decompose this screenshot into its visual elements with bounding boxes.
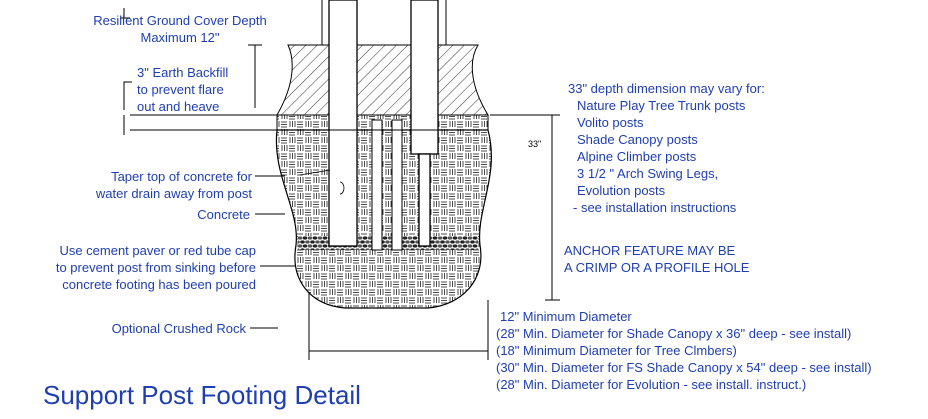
paver-line-1: Use cement paver or red tube cap [59,243,256,258]
diameter-note: 12" Minimum Diameter (28" Min. Diameter … [496,308,872,393]
depth-note: 33" depth dimension may vary for: Nature… [568,80,765,216]
backfill-line-2: to prevent flare [137,82,224,97]
diameter-line-3: (18" Minimum Diameter for Tree Clmbers) [496,343,737,358]
depth-note-line-8: - see installation instructions [573,200,737,215]
diameter-line-2: (28" Min. Diameter for Shade Canopy x 36… [496,326,852,341]
taper-line-1: Taper top of concrete for [111,169,252,184]
ground-cover-fill [276,44,489,116]
crushed-rock-label: Optional Crushed Rock [111,321,246,336]
ground-cover-line-1: Resilient Ground Cover Depth [93,13,267,28]
paver-line-3: concrete footing has been poured [62,277,256,292]
concrete-label: Concrete [197,207,250,222]
backfill-line-1: 3" Earth Backfill [137,65,229,80]
backfill-line-3: out and heave [137,99,220,114]
concrete-footing [275,129,492,309]
depth-note-line-5: Alpine Climber posts [577,149,697,164]
diameter-line-5: (28" Min. Diameter for Evolution - see i… [496,377,807,392]
dim-33-label: 33" [528,139,542,149]
paver-line-2: to prevent post from sinking before [55,260,256,275]
anchor-note: ANCHOR FEATURE MAY BE A CRIMP OR A PROFI… [564,242,749,276]
ground-cover-label: Resilient Ground Cover Depth Maximum 12" [80,12,280,46]
post-right [410,0,439,155]
post-inner-left [371,119,383,251]
paver-label: Use cement paver or red tube cap to prev… [0,242,256,293]
post-inner-right [391,119,403,251]
diameter-line-1: 12" Minimum Diameter [500,309,632,324]
depth-note-line-7: Evolution posts [577,183,666,198]
anchor-line-2: A CRIMP OR A PROFILE HOLE [564,260,750,275]
taper-line-2: water drain away from post [95,186,252,201]
post-left [328,0,358,247]
backfill-label: 3" Earth Backfill to prevent flare out a… [137,64,228,115]
depth-note-line-3: Volito posts [577,115,644,130]
post-right-lower [418,153,431,247]
page-title: Support Post Footing Detail [43,380,361,410]
crushed-rock-band [298,236,478,250]
depth-note-line-4: Shade Canopy posts [577,132,698,147]
diameter-line-4: (30" Min. Diameter for FS Shade Canopy x… [496,360,872,375]
taper-label: Taper top of concrete for water drain aw… [40,168,252,202]
depth-note-line-2: Nature Play Tree Trunk posts [577,98,746,113]
anchor-line-1: ANCHOR FEATURE MAY BE [564,243,736,258]
ground-cover-line-2: Maximum 12" [140,30,220,45]
depth-note-line-6: 3 1/2 " Arch Swing Legs, [577,166,719,181]
depth-note-line-1: 33" depth dimension may vary for: [568,81,765,96]
